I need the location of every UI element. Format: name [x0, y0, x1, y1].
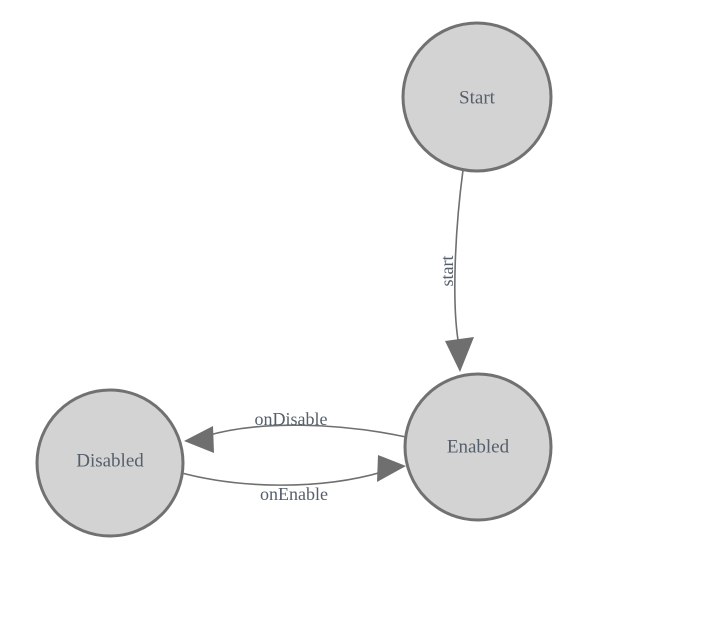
edge-label-ondisable: onDisable	[255, 409, 328, 429]
edge-label-start: start	[437, 256, 457, 287]
edge-path-disabled-to-enabled	[177, 471, 383, 486]
node-disabled[interactable]: Disabled	[35, 388, 185, 538]
edge-enabled-to-disabled: onDisable	[184, 409, 407, 453]
arrowhead-into-enabled-from-disabled	[377, 455, 406, 482]
edge-start-to-enabled: start	[437, 169, 474, 372]
edge-path-enabled-to-disabled	[205, 424, 407, 438]
edge-label-onenable: onEnable	[260, 484, 328, 504]
edge-path-start-to-enabled	[454, 169, 464, 341]
node-enabled[interactable]: Enabled	[403, 372, 553, 522]
node-disabled-label: Disabled	[76, 451, 144, 472]
node-enabled-label: Enabled	[447, 437, 510, 458]
node-enabled-circle[interactable]	[403, 372, 553, 522]
node-start[interactable]: Start	[401, 21, 553, 173]
node-start-label: Start	[459, 88, 496, 109]
arrowhead-into-disabled	[184, 426, 214, 453]
node-start-circle[interactable]	[401, 21, 553, 173]
arrowhead-into-enabled-from-start	[445, 337, 474, 372]
node-disabled-circle[interactable]	[35, 388, 185, 538]
edge-disabled-to-enabled: onEnable	[177, 455, 406, 504]
